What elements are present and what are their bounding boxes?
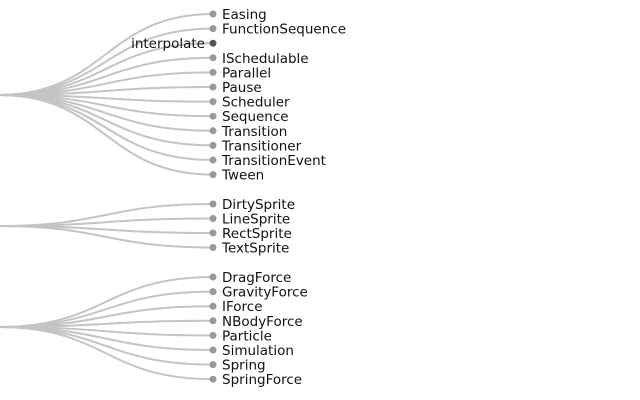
leaf-node-dot[interactable] (209, 156, 217, 164)
leaf-node-dot[interactable] (209, 10, 217, 18)
leaf-node-dot[interactable] (209, 273, 217, 281)
leaf-node-label[interactable]: NBodyForce (222, 314, 303, 330)
leaf-node-dot[interactable] (209, 302, 217, 310)
leaf-node-label[interactable]: Tween (221, 168, 264, 184)
links-layer (0, 13, 214, 381)
internal-node-dot[interactable] (209, 39, 217, 47)
leaf-node-dot[interactable] (209, 361, 217, 369)
leaf-node-dot[interactable] (209, 200, 217, 208)
leaf-node-label[interactable]: ISchedulable (222, 51, 309, 67)
leaf-node-label[interactable]: GravityForce (222, 285, 308, 301)
leaf-node-label[interactable]: FunctionSequence (222, 22, 346, 38)
leaf-node-dot[interactable] (209, 25, 217, 33)
tree-link (0, 94, 214, 161)
leaf-node-label[interactable]: Scheduler (222, 95, 290, 111)
tree-link (0, 326, 214, 381)
leaf-node-label[interactable]: TransitionEvent (221, 153, 326, 169)
leaf-node-dot[interactable] (209, 83, 217, 91)
leaf-node-dot[interactable] (209, 331, 217, 339)
tree-link (0, 94, 214, 176)
leaf-node-dot[interactable] (209, 141, 217, 149)
leaf-node-label[interactable]: Pause (222, 80, 262, 96)
leaf-node-label[interactable]: Simulation (222, 343, 294, 359)
leaf-node-dot[interactable] (209, 98, 217, 106)
leaf-node-dot[interactable] (209, 375, 217, 383)
leaf-node-dot[interactable] (209, 288, 217, 296)
tree-link (0, 319, 214, 328)
tree-link (0, 217, 214, 227)
leaf-node-dot[interactable] (209, 346, 217, 354)
leaf-node-label[interactable]: DragForce (222, 270, 291, 286)
leaf-node-label[interactable]: RectSprite (222, 226, 292, 242)
leaf-node-label[interactable]: TextSprite (221, 241, 289, 257)
leaf-node-label[interactable]: SpringForce (222, 372, 302, 388)
leaf-node-dot[interactable] (209, 68, 217, 76)
leaf-node-label[interactable]: Sequence (222, 109, 289, 125)
leaf-node-label[interactable]: Spring (222, 358, 266, 374)
leaf-node-label[interactable]: Parallel (222, 65, 271, 81)
leaf-node-label[interactable]: IForce (222, 299, 263, 315)
leaf-node-label[interactable]: Transition (221, 124, 287, 140)
internal-node-label[interactable]: interpolate (131, 36, 205, 52)
leaf-node-dot[interactable] (209, 54, 217, 62)
leaf-node-label[interactable]: LineSprite (222, 212, 290, 228)
tree-link (0, 276, 214, 328)
tree-link (0, 225, 214, 249)
leaf-node-label[interactable]: Easing (222, 7, 267, 23)
leaf-node-dot[interactable] (209, 244, 217, 251)
leaf-node-label[interactable]: DirtySprite (222, 197, 295, 213)
tree-link (0, 56, 214, 96)
leaf-node-label[interactable]: Particle (222, 328, 272, 344)
leaf-node-dot[interactable] (209, 171, 217, 179)
leaf-node-dot[interactable] (209, 215, 217, 222)
tree-link (0, 326, 214, 366)
leaf-node-label[interactable]: Transitioner (221, 138, 302, 154)
leaf-node-dot[interactable] (209, 112, 217, 120)
leaf-node-dot[interactable] (209, 229, 217, 237)
leaf-node-dot[interactable] (209, 317, 217, 325)
tree-link (0, 94, 214, 147)
leaf-node-dot[interactable] (209, 127, 217, 135)
